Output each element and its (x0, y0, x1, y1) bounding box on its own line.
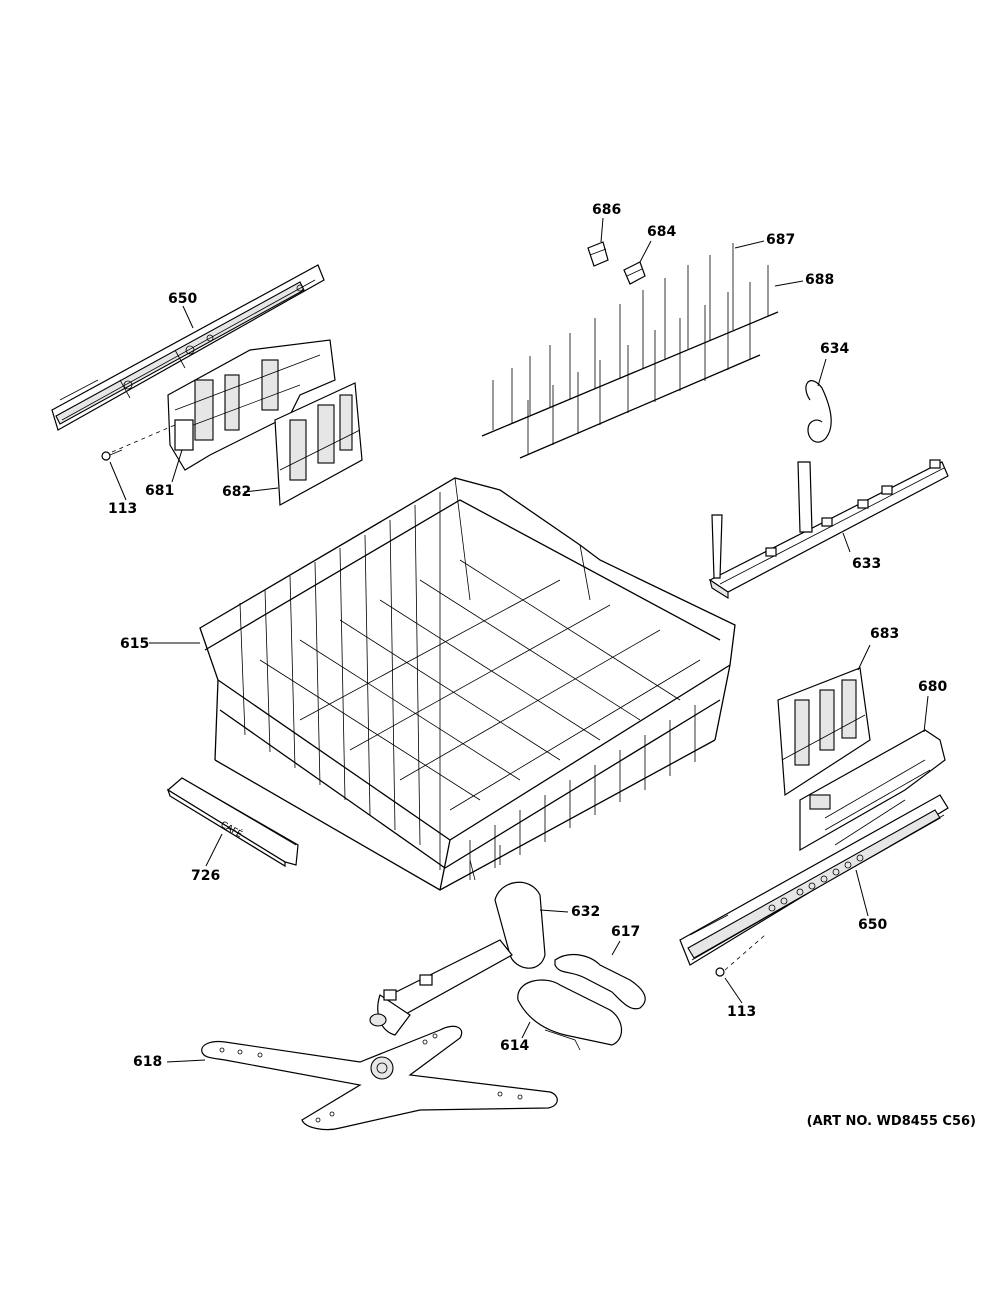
callout-618: 618 (133, 1054, 163, 1070)
rail-slide-right (679, 794, 949, 966)
art-number: (ART NO. WD8455 C56) (806, 1114, 976, 1129)
duct-614 (517, 979, 623, 1051)
callout-686: 686 (592, 202, 622, 218)
callout-617: 617 (611, 924, 641, 940)
leader-lines (109, 217, 929, 1063)
callout-687: 687 (766, 232, 796, 248)
callout-113-right: 113 (727, 1004, 757, 1020)
spray-conduit-632 (369, 881, 546, 1036)
callout-614: 614 (500, 1038, 530, 1054)
rack-adjuster-683 (777, 667, 871, 797)
spray-arm-618 (201, 1025, 558, 1131)
callout-683: 683 (870, 626, 900, 642)
screw-113-right (715, 934, 766, 977)
callout-650-upper: 650 (168, 291, 198, 307)
tine-clip-686 (587, 241, 609, 267)
callout-633: 633 (852, 556, 882, 572)
tine-row (481, 243, 779, 459)
callout-681: 681 (145, 483, 175, 499)
water-manifold-633 (708, 459, 949, 599)
callout-726: 726 (191, 868, 221, 884)
callout-615: 615 (120, 636, 150, 652)
callout-650-lower: 650 (858, 917, 888, 933)
callout-688: 688 (805, 272, 835, 288)
callout-682: 682 (222, 484, 252, 500)
rack-adjuster-682 (274, 382, 363, 506)
callout-684: 684 (647, 224, 677, 240)
rack-adjuster-680 (799, 729, 946, 852)
rail-slide-left (51, 264, 325, 431)
hose-clip-634 (805, 380, 832, 443)
tine-clip-684 (623, 261, 646, 285)
callout-632: 632 (571, 904, 601, 920)
callout-680: 680 (918, 679, 948, 695)
screw-113-left (101, 424, 176, 461)
callout-113-left: 113 (108, 501, 138, 517)
hose-617 (554, 953, 646, 1010)
rack-adjuster-681 (167, 339, 336, 471)
brand-label-726 (166, 777, 299, 868)
callout-634: 634 (820, 341, 850, 357)
upper-rack-615 (199, 477, 736, 891)
